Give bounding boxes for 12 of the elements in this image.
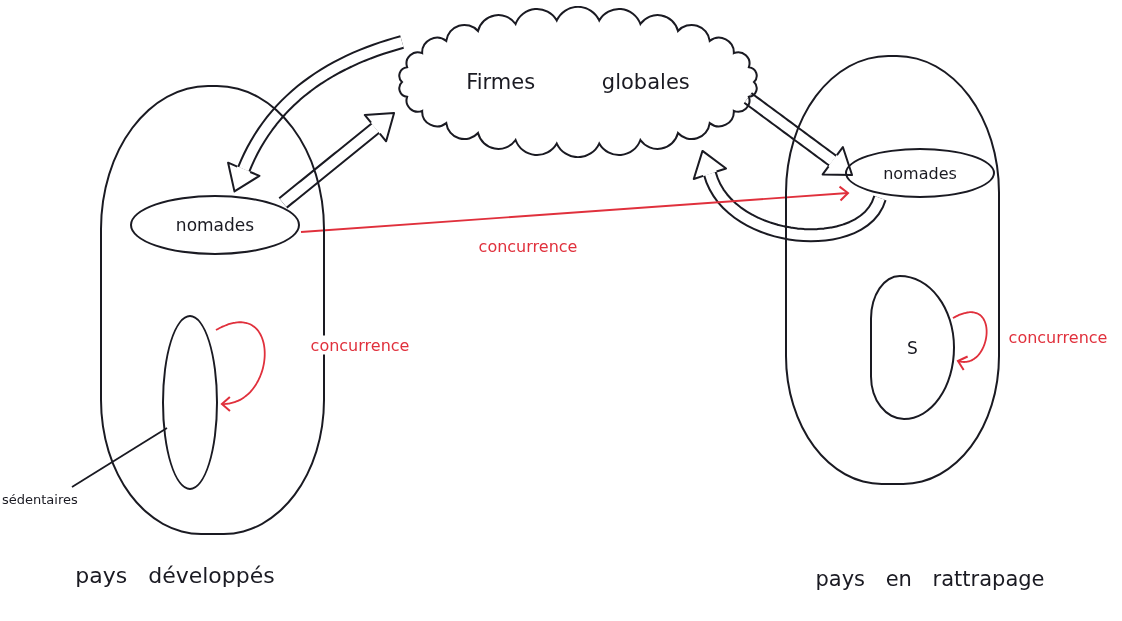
cloud-label: Firmes globales [466,70,690,94]
region-label: pays en rattrapage [814,567,1046,591]
leader-line [71,427,168,488]
region-label: pays développés [74,563,276,588]
arrow [300,185,849,233]
group-label: S [907,337,918,358]
edge-label: concurrence [308,335,412,355]
loop-arrow [215,321,266,412]
loop-arrow [952,311,988,371]
group-label: nomades [175,215,255,235]
annotation-text: sédentaires [2,491,78,507]
group-label: nomades [883,163,957,183]
